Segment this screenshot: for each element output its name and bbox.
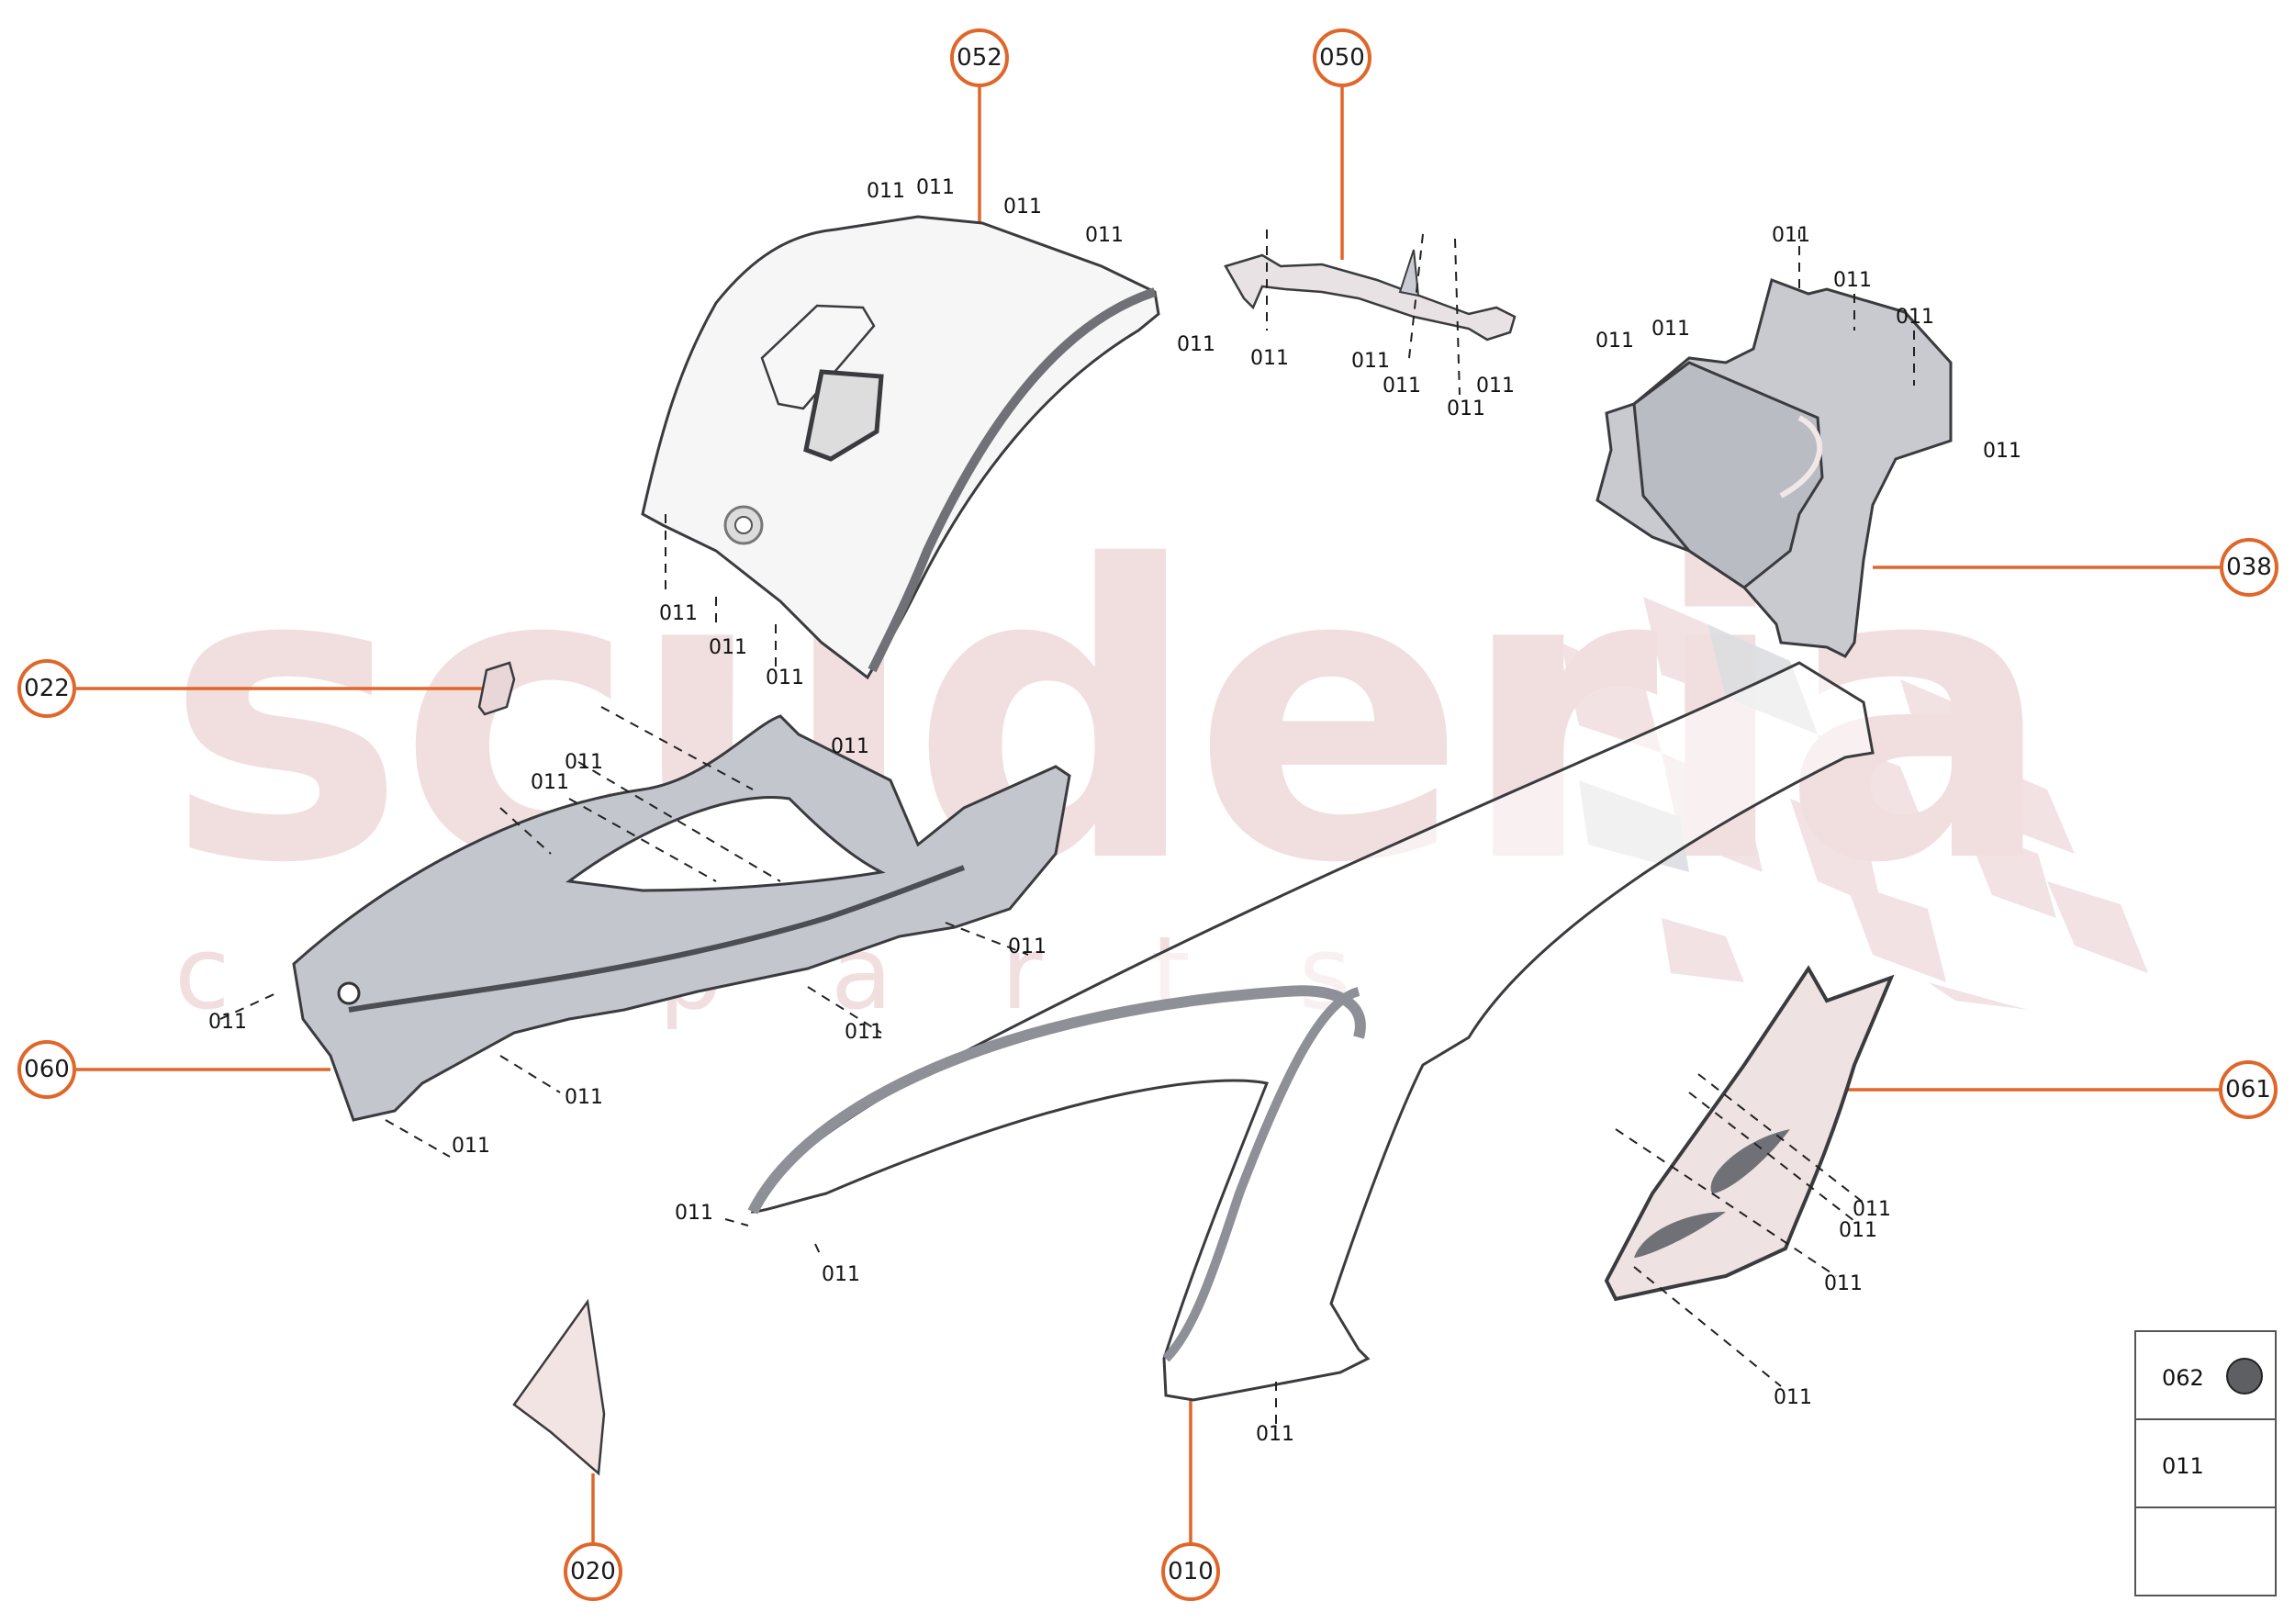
fastener-label[interactable]: 011	[709, 636, 747, 659]
callout-038[interactable]: 038	[2220, 538, 2278, 597]
fastener-label[interactable]: 011	[916, 176, 955, 199]
legend-box: 062 011	[2134, 1330, 2277, 1596]
fastener-label[interactable]: 011	[565, 1086, 603, 1109]
fastener-label[interactable]: 011	[1833, 269, 1872, 292]
fastener-label[interactable]: 011	[1177, 333, 1215, 356]
fastener-label[interactable]: 011	[1085, 224, 1124, 247]
fastener-label[interactable]: 011	[1256, 1423, 1294, 1446]
fastener-label[interactable]: 011	[565, 751, 603, 774]
callout-020[interactable]: 020	[564, 1542, 622, 1601]
legend-code: 062	[2162, 1365, 2204, 1391]
fastener-label[interactable]: 011	[1824, 1272, 1863, 1295]
grey-dot-icon	[2226, 1358, 2263, 1394]
fastener-label[interactable]: 011	[1250, 347, 1289, 370]
leader-lines	[76, 87, 2249, 1542]
fastener-dashes	[219, 230, 1915, 1428]
legend-row-orientation[interactable]	[2136, 1508, 2275, 1595]
callout-060[interactable]: 060	[17, 1040, 76, 1099]
part-060-side-panel[interactable]	[292, 714, 1071, 1122]
part-010-pillar-trim[interactable]	[747, 661, 1875, 1402]
fastener-label[interactable]: 011	[831, 735, 869, 758]
fastener-label[interactable]: 011	[822, 1263, 860, 1286]
fastener-label[interactable]: 011	[1774, 1386, 1812, 1409]
fastener-label[interactable]: 011	[1447, 398, 1485, 420]
part-020-trim[interactable]	[512, 1298, 606, 1476]
fastener-label[interactable]: 011	[1651, 318, 1690, 341]
callout-022[interactable]: 022	[17, 659, 76, 718]
part-050-bracket[interactable]	[1224, 249, 1517, 342]
part-061-pillar-trim[interactable]	[1604, 965, 1895, 1302]
fastener-label[interactable]: 011	[1003, 196, 1042, 218]
fastener-label[interactable]: 011	[1772, 224, 1810, 247]
fastener-label[interactable]: 011	[1983, 440, 2021, 463]
fastener-label[interactable]: 011	[1008, 935, 1047, 958]
fastener-label[interactable]: 011	[766, 666, 804, 689]
fastener-label[interactable]: 011	[1896, 306, 1934, 329]
legend-code: 011	[2162, 1453, 2204, 1479]
fastener-label[interactable]: 011	[675, 1202, 713, 1225]
callout-052[interactable]: 052	[950, 28, 1009, 87]
part-022-clip[interactable]	[477, 661, 516, 716]
fastener-label[interactable]: 011	[1853, 1198, 1891, 1221]
fastener-label[interactable]: 011	[1595, 330, 1634, 353]
fastener-label[interactable]: 011	[1351, 350, 1390, 373]
callout-010[interactable]: 010	[1161, 1542, 1220, 1601]
fastener-label[interactable]: 011	[1476, 375, 1515, 398]
fastener-label[interactable]: 011	[531, 771, 569, 794]
legend-row-062[interactable]: 062	[2136, 1332, 2275, 1420]
fastener-label[interactable]: 011	[1839, 1219, 1877, 1242]
fastener-label[interactable]: 011	[659, 602, 698, 625]
callout-061[interactable]: 061	[2219, 1060, 2278, 1119]
fastener-label[interactable]: 011	[867, 180, 905, 203]
part-038-duct[interactable]	[1595, 278, 1953, 658]
part-052-panel[interactable]	[641, 215, 1160, 680]
fastener-label[interactable]: 011	[452, 1135, 490, 1158]
fastener-label[interactable]: 011	[1383, 375, 1421, 398]
legend-row-011[interactable]: 011	[2136, 1420, 2275, 1508]
callout-050[interactable]: 050	[1313, 28, 1371, 87]
fastener-label[interactable]: 011	[208, 1011, 247, 1034]
fastener-label[interactable]: 011	[845, 1021, 883, 1044]
